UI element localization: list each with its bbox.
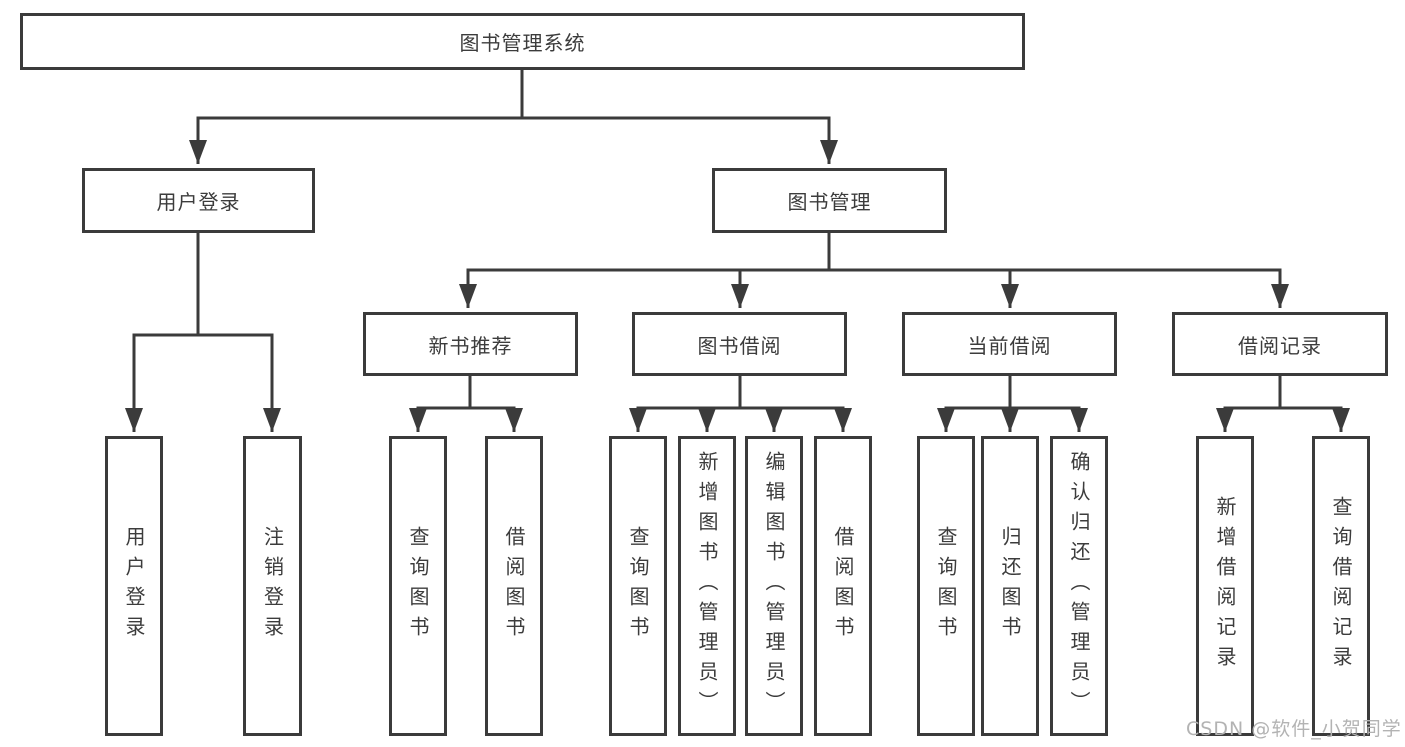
leaf-borrow-edit-books-admin: 编辑图书（管理员） xyxy=(745,436,803,736)
leaf-record-query-borrow-record-label: 查询借阅记录 xyxy=(1329,496,1353,676)
leaf-newbook-query-books: 查询图书 xyxy=(389,436,447,736)
leaf-borrow-query-books-label: 查询图书 xyxy=(626,526,650,646)
leaf-record-add-borrow-record-label: 新增借阅记录 xyxy=(1213,496,1237,676)
leaf-current-query-books: 查询图书 xyxy=(917,436,975,736)
node-book-management-label: 图书管理 xyxy=(787,190,872,214)
connector-root-to-level2 xyxy=(189,70,838,164)
leaf-borrow-borrow-books-label: 借阅图书 xyxy=(831,526,855,646)
leaf-borrow-add-books-admin: 新增图书（管理员） xyxy=(678,436,736,736)
leaf-logout: 注销登录 xyxy=(243,436,302,736)
leaf-borrow-add-books-admin-label: 新增图书（管理员） xyxy=(695,451,719,721)
leaf-current-return-books: 归还图书 xyxy=(981,436,1039,736)
leaf-borrow-query-books: 查询图书 xyxy=(609,436,667,736)
leaf-record-query-borrow-record: 查询借阅记录 xyxy=(1312,436,1370,736)
connector-bookmgmt-to-level3 xyxy=(459,233,1289,308)
node-book-management: 图书管理 xyxy=(712,168,947,233)
node-current-borrow-label: 当前借阅 xyxy=(967,333,1052,358)
node-user-login-label: 用户登录 xyxy=(156,190,241,214)
leaf-logout-label: 注销登录 xyxy=(260,526,285,646)
node-borrow-record-label: 借阅记录 xyxy=(1238,333,1322,358)
leaf-newbook-borrow-books: 借阅图书 xyxy=(485,436,543,736)
node-root: 图书管理系统 xyxy=(20,13,1025,70)
node-user-login: 用户登录 xyxy=(82,168,315,233)
connector-newbook-to-leaves xyxy=(409,376,523,432)
leaf-current-return-books-label: 归还图书 xyxy=(998,526,1022,646)
node-new-book-recommend: 新书推荐 xyxy=(363,312,578,376)
leaf-current-confirm-return-admin-label: 确认归还（管理员） xyxy=(1067,451,1091,721)
connector-bookborrow-to-leaves xyxy=(629,376,852,432)
leaf-borrow-edit-books-admin-label: 编辑图书（管理员） xyxy=(762,451,786,721)
leaf-user-login-label: 用户登录 xyxy=(122,526,146,646)
leaf-current-confirm-return-admin: 确认归还（管理员） xyxy=(1050,436,1108,736)
leaf-record-add-borrow-record: 新增借阅记录 xyxy=(1196,436,1254,736)
node-new-book-recommend-label: 新书推荐 xyxy=(428,333,513,358)
leaf-newbook-query-books-label: 查询图书 xyxy=(406,526,430,646)
csdn-watermark: CSDN @软件_小贺同学 xyxy=(1186,718,1402,740)
connector-currentborrow-to-leaves xyxy=(937,376,1088,432)
leaf-newbook-borrow-books-label: 借阅图书 xyxy=(502,526,526,646)
connector-borrowrecord-to-leaves xyxy=(1216,376,1350,432)
node-book-borrow-label: 图书借阅 xyxy=(697,333,782,358)
connector-userlogin-to-leaves xyxy=(125,233,281,432)
node-current-borrow: 当前借阅 xyxy=(902,312,1117,376)
leaf-user-login: 用户登录 xyxy=(105,436,163,736)
node-book-borrow: 图书借阅 xyxy=(632,312,847,376)
leaf-current-query-books-label: 查询图书 xyxy=(934,526,958,646)
leaf-borrow-borrow-books: 借阅图书 xyxy=(814,436,872,736)
node-borrow-record: 借阅记录 xyxy=(1172,312,1388,376)
node-root-label: 图书管理系统 xyxy=(459,31,586,55)
